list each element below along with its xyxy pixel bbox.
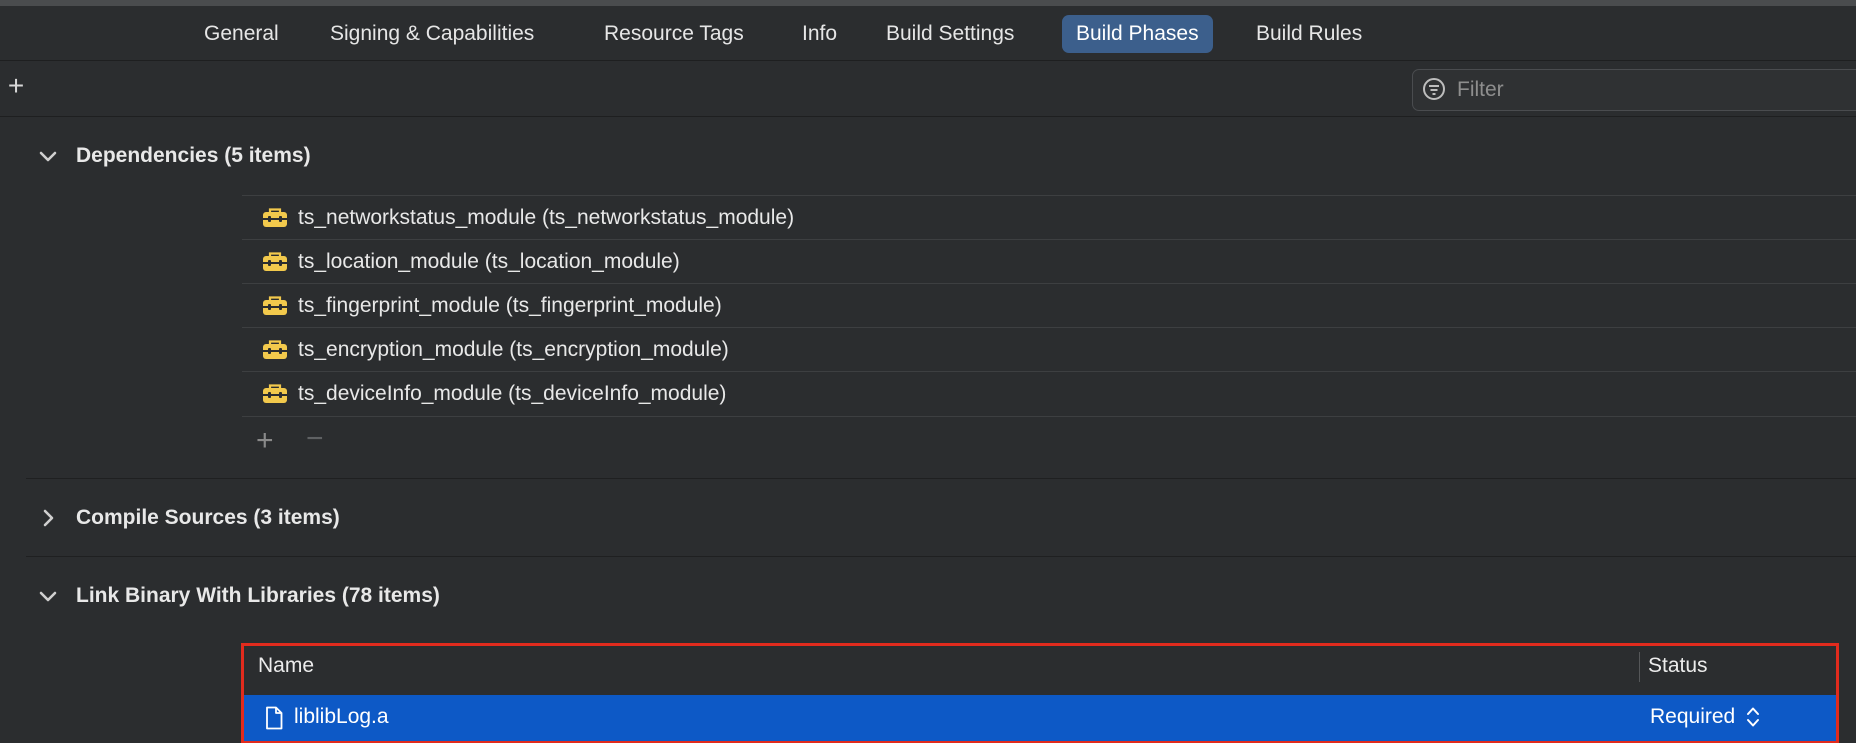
dependency-label: ts_deviceInfo_module (ts_deviceInfo_modu… (298, 382, 727, 405)
toolbox-icon (263, 384, 287, 403)
tab-build-phases[interactable]: Build Phases (1062, 15, 1213, 53)
dependency-row[interactable]: ts_fingerprint_module (ts_fingerprint_mo… (242, 283, 1856, 328)
toolbox-icon (263, 296, 287, 315)
libraries-table: Name Status liblibLog.a Required (241, 643, 1839, 743)
dependency-label: ts_networkstatus_module (ts_networkstatu… (298, 206, 795, 229)
chevron-down-icon[interactable] (36, 144, 60, 168)
compile-sources-title: Compile Sources (3 items) (76, 506, 340, 529)
section-divider (26, 478, 1856, 479)
tab-build-settings[interactable]: Build Settings (886, 22, 1015, 45)
table-row[interactable]: liblibLog.a Required (244, 695, 1836, 741)
file-icon (266, 706, 283, 730)
remove-dependency-button[interactable]: − (306, 422, 324, 455)
add-build-phase-button[interactable]: + (7, 70, 25, 101)
library-status-select[interactable]: Required (1650, 705, 1736, 728)
toolbox-icon (263, 340, 287, 359)
dependency-label: ts_fingerprint_module (ts_fingerprint_mo… (298, 294, 722, 317)
dependency-label: ts_encryption_module (ts_encryption_modu… (298, 338, 729, 361)
column-header-name[interactable]: Name (258, 654, 315, 677)
dependency-label: ts_location_module (ts_location_module) (298, 250, 680, 273)
column-divider[interactable] (1639, 652, 1640, 682)
chevron-down-icon[interactable] (36, 584, 60, 608)
filter-field[interactable] (1412, 69, 1856, 111)
chevron-right-icon[interactable] (36, 506, 60, 530)
section-divider (26, 556, 1856, 557)
column-header-status[interactable]: Status (1648, 654, 1708, 677)
tab-resource-tags[interactable]: Resource Tags (604, 22, 744, 45)
link-binary-header[interactable]: Link Binary With Libraries (78 items) (0, 578, 1856, 618)
dependency-row[interactable]: ts_networkstatus_module (ts_networkstatu… (242, 195, 1856, 240)
tab-signing-capabilities[interactable]: Signing & Capabilities (330, 22, 535, 45)
tab-info[interactable]: Info (802, 22, 838, 45)
phases-toolbar: + (0, 61, 1856, 117)
libraries-table-header: Name Status (244, 646, 1836, 692)
tab-general[interactable]: General (204, 22, 279, 45)
link-binary-title: Link Binary With Libraries (78 items) (76, 584, 440, 607)
filter-input[interactable] (1455, 74, 1856, 106)
add-dependency-button[interactable]: + (256, 424, 274, 457)
dependencies-list-end (242, 416, 1856, 417)
dependency-row[interactable]: ts_encryption_module (ts_encryption_modu… (242, 327, 1856, 372)
dependency-row[interactable]: ts_location_module (ts_location_module) (242, 239, 1856, 284)
toolbox-icon (263, 252, 287, 271)
dependencies-title: Dependencies (5 items) (76, 144, 311, 167)
editor-tab-bar: General Signing & Capabilities Resource … (0, 6, 1856, 61)
filter-icon (1423, 78, 1445, 100)
toolbox-icon (263, 208, 287, 227)
up-down-chevron-icon[interactable] (1746, 705, 1760, 729)
compile-sources-header[interactable]: Compile Sources (3 items) (0, 500, 1856, 540)
tab-build-rules[interactable]: Build Rules (1256, 22, 1363, 45)
window-top-edge (0, 0, 1856, 6)
dependencies-header[interactable]: Dependencies (5 items) (0, 138, 1856, 178)
dependency-row[interactable]: ts_deviceInfo_module (ts_deviceInfo_modu… (242, 371, 1856, 416)
library-name: liblibLog.a (294, 705, 389, 728)
